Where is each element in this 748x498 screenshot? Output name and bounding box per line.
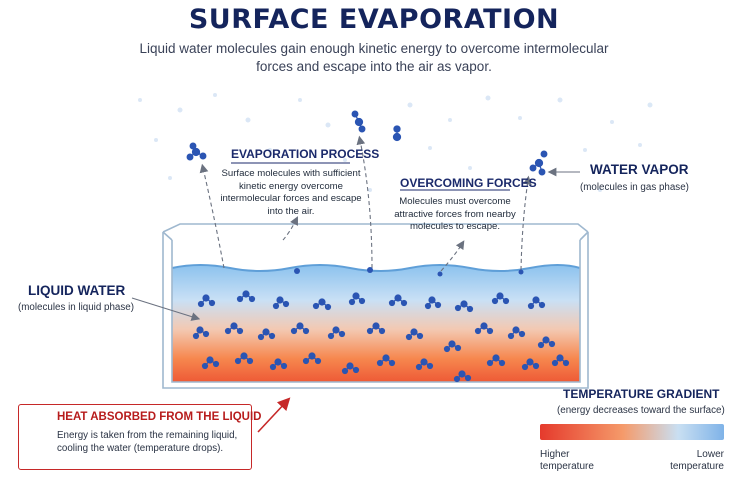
liquid-molecule bbox=[341, 362, 360, 375]
liquid-molecule bbox=[521, 358, 540, 371]
vapor-molecule bbox=[392, 125, 402, 142]
liquid-molecule bbox=[376, 354, 396, 367]
heat-absorbed-title: HEAT ABSORBED FROM THE LIQUID bbox=[57, 411, 262, 423]
liquid-molecule bbox=[405, 328, 424, 341]
heat-absorbed-text: Energy is taken from the remaining liqui… bbox=[57, 430, 238, 454]
vapor-molecule bbox=[351, 110, 366, 133]
water-vapor-label: WATER VAPOR bbox=[590, 162, 689, 177]
liquid-molecule bbox=[257, 328, 276, 341]
page-title: SURFACE EVAPORATION bbox=[188, 4, 560, 35]
liquid-molecule bbox=[551, 354, 570, 367]
lower-temperature-label: Lower temperature bbox=[670, 449, 724, 472]
liquid-water-label: LIQUID WATER bbox=[28, 283, 126, 298]
higher-temperature-label: Higher temperature bbox=[540, 449, 594, 472]
liquid-molecule bbox=[443, 340, 462, 353]
evaporation-process-title: EVAPORATION PROCESS bbox=[231, 147, 380, 161]
liquid-molecule bbox=[415, 358, 434, 371]
liquid-molecule bbox=[269, 358, 288, 371]
heat-absorbed-box: HEAT ABSORBED FROM THE LIQUID Energy is … bbox=[18, 404, 261, 470]
liquid-molecule bbox=[454, 300, 474, 313]
temperature-gradient-title: TEMPERATURE GRADIENT bbox=[563, 387, 720, 401]
liquid-molecule bbox=[272, 296, 290, 310]
liquid-molecule bbox=[224, 322, 244, 335]
liquid-molecule bbox=[327, 326, 346, 340]
heat-pointer-arrow bbox=[257, 397, 291, 433]
liquid-molecule bbox=[424, 296, 442, 310]
liquid-water-pointer bbox=[131, 297, 201, 321]
water-surface bbox=[171, 264, 581, 272]
liquid-molecule bbox=[537, 336, 556, 349]
liquid-molecule bbox=[192, 326, 210, 340]
liquid-molecule bbox=[474, 322, 494, 335]
escape-arrows bbox=[199, 135, 532, 272]
liquid-molecule bbox=[527, 296, 546, 310]
temperature-gradient-bar bbox=[540, 424, 724, 440]
liquid-molecule bbox=[290, 322, 310, 335]
liquid-molecule bbox=[348, 292, 366, 306]
liquid-molecule bbox=[388, 294, 408, 307]
liquid-molecule bbox=[197, 294, 216, 308]
liquid-molecule bbox=[486, 354, 506, 367]
liquid-molecule bbox=[236, 290, 256, 303]
liquid-molecule bbox=[312, 298, 332, 311]
evaporation-process-text: Surface molecules with sufficient kineti… bbox=[220, 168, 362, 217]
water-vapor-sublabel: (molecules in gas phase) bbox=[580, 182, 689, 193]
liquid-molecule bbox=[234, 352, 254, 365]
glass-tank bbox=[162, 223, 589, 389]
air-vapor-dots bbox=[138, 93, 662, 192]
vapor-molecule bbox=[529, 150, 548, 176]
liquid-molecules bbox=[192, 290, 570, 383]
liquid-molecule bbox=[453, 370, 472, 383]
liquid-molecule bbox=[507, 326, 526, 340]
temperature-gradient-subtitle: (energy decreases toward the surface) bbox=[557, 405, 725, 416]
liquid-molecule bbox=[201, 356, 220, 370]
overcoming-forces-title: OVERCOMING FORCES bbox=[400, 176, 537, 190]
liquid-molecule bbox=[491, 292, 510, 305]
overcoming-forces-text: Molecules must overcome attractive force… bbox=[394, 196, 516, 233]
page-subtitle: Liquid water molecules gain enough kinet… bbox=[139, 41, 609, 74]
vapor-molecules bbox=[186, 110, 548, 176]
vapor-molecule bbox=[186, 142, 207, 161]
surface-molecules bbox=[294, 267, 524, 277]
liquid-molecule bbox=[366, 322, 386, 335]
liquid-molecule bbox=[302, 352, 322, 365]
liquid-water-sublabel: (molecules in liquid phase) bbox=[18, 302, 134, 313]
